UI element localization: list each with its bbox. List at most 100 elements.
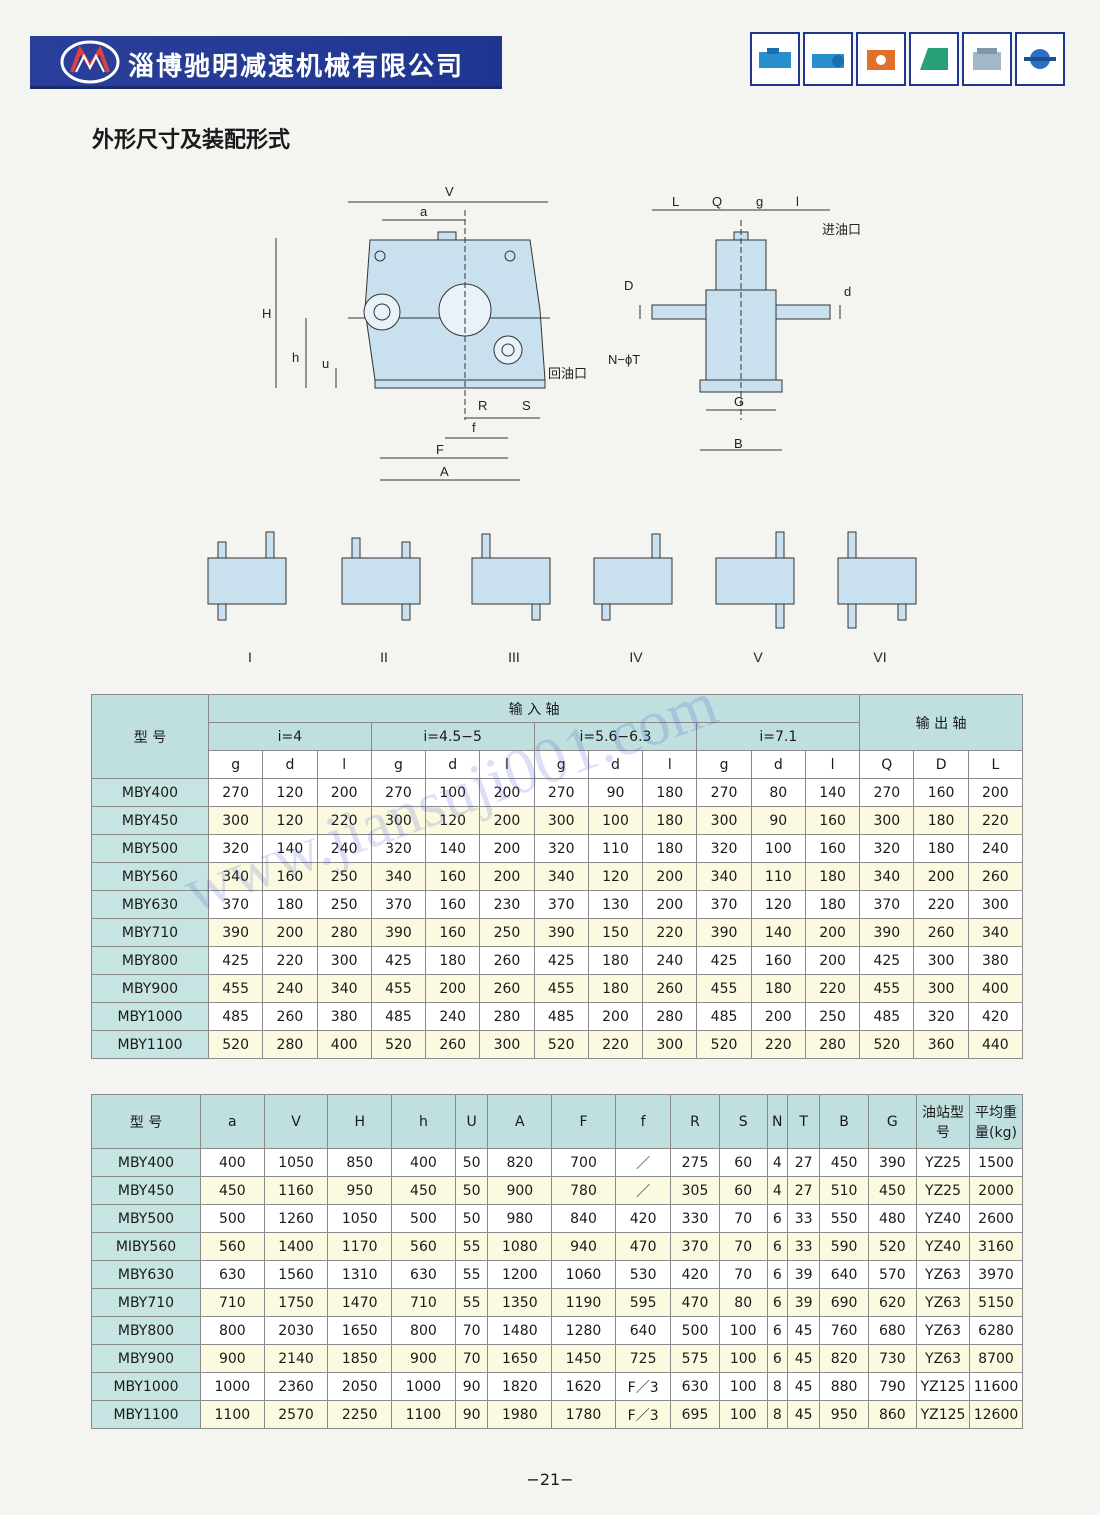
value-cell: 400 [967,974,1024,1003]
value-cell: 33 [786,1204,821,1233]
value-cell: 850 [327,1148,393,1177]
model-cell: MBY500 [91,834,209,863]
value-cell: 180 [642,806,698,835]
value-cell: 70 [718,1260,768,1289]
dim-label-l-small: l [796,194,799,209]
sub-header: l [804,750,861,779]
form-label: V [753,649,763,665]
value-cell: 27 [786,1148,821,1177]
value-cell: 70 [454,1316,489,1345]
shaft-dimensions-table: 型 号 输 入 轴 输 出 轴 i=4 i=4.5−5 i=5.6−6.3 i=… [91,694,1024,1059]
value-cell: 200 [804,918,861,947]
value-cell: 200 [642,862,698,891]
value-cell: 3970 [969,1260,1023,1289]
value-cell: 100 [718,1372,768,1401]
value-cell: 360 [913,1030,969,1059]
value-cell: 200 [479,862,535,891]
value-cell: YZ25 [916,1176,970,1205]
value-cell: 6 [766,1316,788,1345]
value-cell: 240 [967,834,1024,863]
value-cell: 6 [766,1232,788,1261]
value-cell: 90 [454,1400,489,1429]
value-cell: YZ25 [916,1148,970,1177]
sub-header: d [587,750,644,779]
dim-label-s: S [522,398,531,413]
value-cell: 425 [370,946,427,975]
value-cell: 1450 [551,1344,616,1373]
sub-header: l [642,750,698,779]
value-cell: 50 [454,1176,489,1205]
value-cell: 455 [207,974,264,1003]
value-cell: 180 [642,834,698,863]
value-cell: 300 [967,890,1024,919]
value-cell: 485 [696,1002,752,1031]
dim-label-u: u [322,356,329,371]
value-cell: 2250 [327,1400,393,1429]
value-cell: 630 [200,1260,265,1289]
value-cell: 5150 [969,1288,1023,1317]
value-cell: 70 [718,1232,768,1261]
sub-header: g [696,750,752,779]
value-cell: 55 [454,1232,489,1261]
form-label: IV [629,649,643,665]
value-cell: 370 [207,890,264,919]
value-cell: 300 [370,806,427,835]
value-cell: 420 [614,1204,672,1233]
value-cell: 180 [587,974,644,1003]
value-cell: 725 [614,1344,672,1373]
value-cell: 880 [819,1372,869,1401]
ratio-header: i=4.5−5 [370,722,535,751]
value-cell: 110 [587,834,644,863]
value-cell: 470 [614,1232,672,1261]
value-cell: 400 [316,1030,372,1059]
value-cell: F／3 [614,1372,672,1401]
dim-label-a: a [420,204,428,219]
value-cell: 340 [859,862,915,891]
value-cell: 260 [642,974,698,1003]
value-cell: 595 [614,1288,672,1317]
product-thumbnails [750,32,1065,86]
value-cell: 2050 [327,1372,393,1401]
value-cell: 980 [487,1204,553,1233]
value-cell: 250 [316,890,372,919]
value-cell: 6 [766,1204,788,1233]
value-cell: 2360 [263,1372,329,1401]
column-header: 平均重量(kg) [969,1094,1023,1149]
value-cell: 12600 [969,1400,1023,1429]
value-cell: 320 [207,834,264,863]
value-cell: 1200 [487,1260,553,1289]
column-header: a [200,1094,265,1149]
reducer-thumb-icon [1015,32,1065,86]
value-cell: 220 [642,918,698,947]
assembly-forms: I II III IV V VI [207,531,917,665]
bolt-label: N−ϕT [608,352,640,367]
value-cell: 200 [913,862,969,891]
value-cell: 140 [262,834,318,863]
value-cell: 160 [425,890,481,919]
value-cell: 420 [670,1260,720,1289]
value-cell: 280 [479,1002,535,1031]
value-cell: 100 [718,1344,768,1373]
value-cell: 1650 [487,1344,553,1373]
value-cell: 140 [425,834,481,863]
value-cell: 480 [867,1204,918,1233]
value-cell: 340 [316,974,372,1003]
value-cell: 790 [867,1372,918,1401]
value-cell: 455 [859,974,915,1003]
column-header: R [670,1094,720,1149]
value-cell: 1500 [969,1148,1023,1177]
model-cell: MBY400 [91,1148,201,1177]
model-cell: MBY500 [91,1204,201,1233]
model-cell: MBY800 [91,946,209,975]
value-cell: 1480 [487,1316,553,1345]
value-cell: 1100 [200,1400,265,1429]
value-cell: 320 [696,834,752,863]
value-cell: 160 [425,918,481,947]
value-cell: 1980 [487,1400,553,1429]
